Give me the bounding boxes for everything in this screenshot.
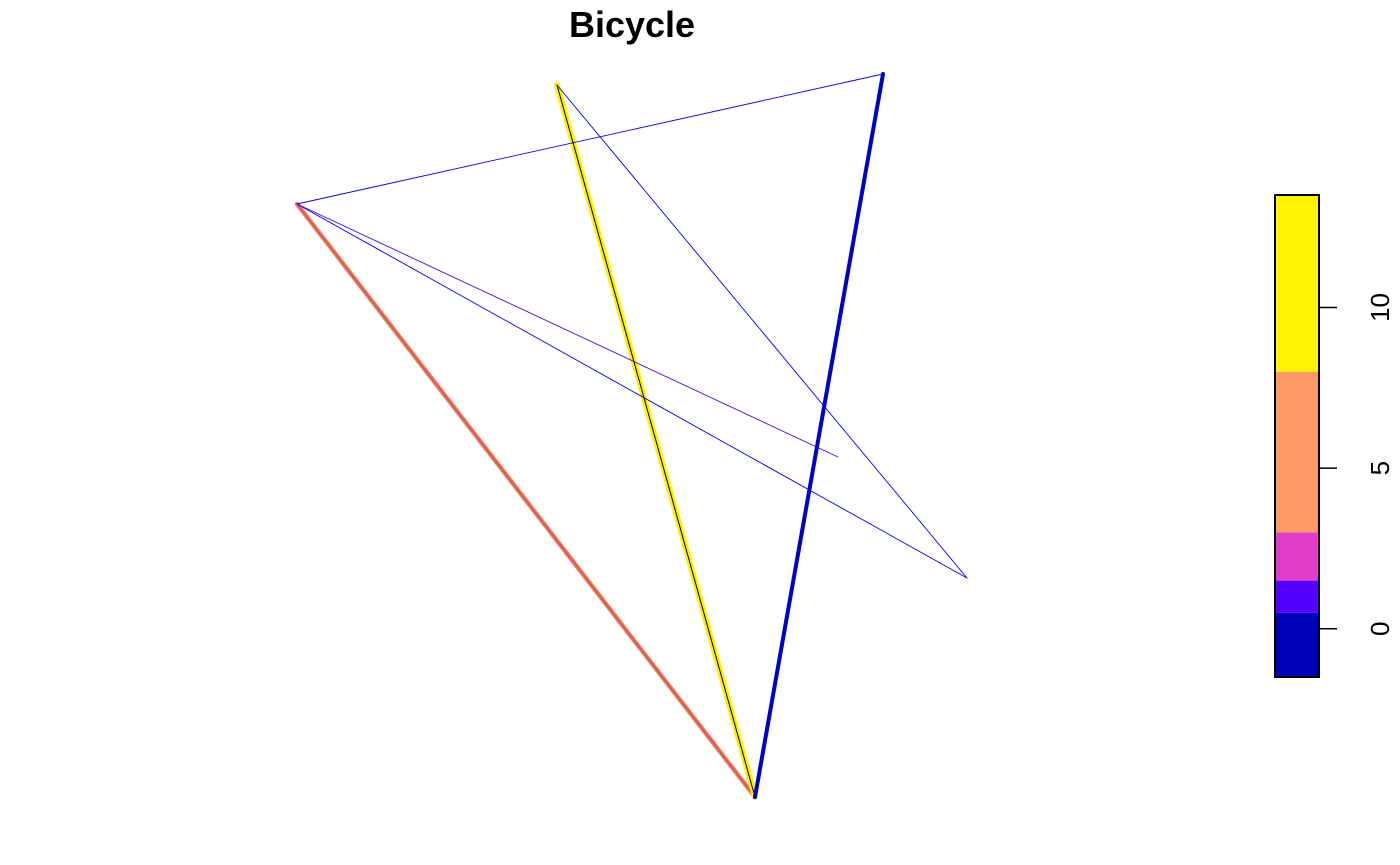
colorbar-tick-label-0: 0: [1365, 622, 1395, 636]
colorbar-tick-label-10: 10: [1365, 293, 1395, 322]
edge-A-E: [296, 203, 968, 579]
colorbar-legend: 0 5 10: [1274, 194, 1395, 678]
edge-C-B-center: [556, 84, 756, 798]
colorbar-bin-1: [1275, 580, 1319, 613]
edge-A-F: [296, 203, 839, 458]
edge-D-B: [753, 72, 885, 799]
chart-title: Bicycle: [569, 4, 695, 45]
colorbar-frame: [1274, 194, 1320, 678]
colorbar-bin-4: [1275, 195, 1319, 372]
colorbar-bin-2: [1275, 532, 1319, 581]
edge-A-D: [296, 73, 884, 205]
colorbar-tick-label-5: 5: [1365, 461, 1395, 475]
network-edges: [294, 72, 968, 800]
edge-A-B-center: [296, 203, 756, 798]
colorbar-bin-0: [1275, 612, 1319, 677]
colorbar-bin-3: [1275, 371, 1319, 533]
edge-C-E: [556, 84, 968, 579]
